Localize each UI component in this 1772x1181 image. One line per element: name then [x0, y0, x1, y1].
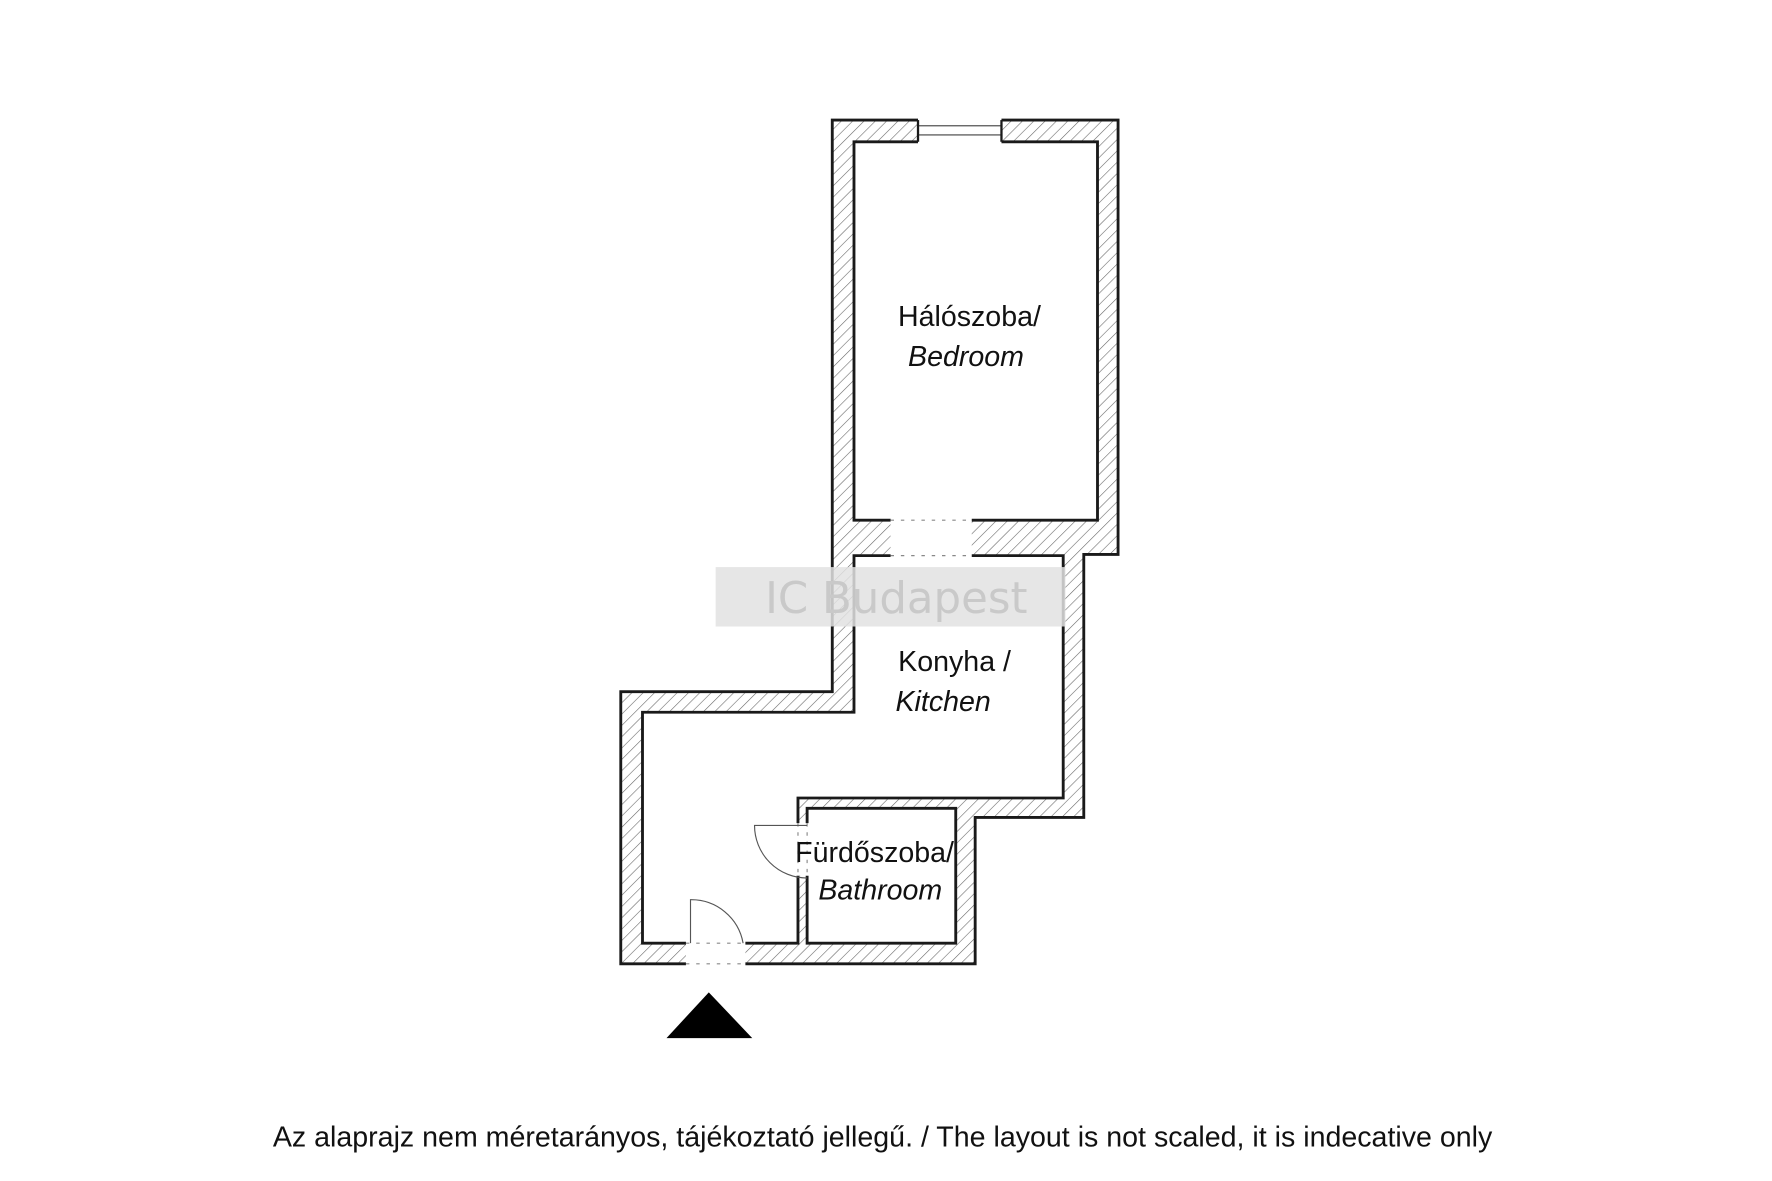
kitchen-label-hu: Konyha /	[898, 646, 1011, 678]
bedroom-floor	[852, 140, 1099, 522]
kitchen-label-en: Kitchen	[895, 686, 990, 718]
entrance-arrow-icon	[666, 992, 753, 1039]
watermark-text: IC Budapest	[765, 574, 1027, 624]
bathroom-label-en: Bathroom	[818, 875, 942, 907]
bedroom-label-hu: Hálószoba/	[898, 301, 1041, 333]
bathroom-door-gap	[795, 823, 810, 876]
bedroom-label-en: Bedroom	[908, 341, 1024, 373]
bathroom-label-hu: Fürdőszoba/	[795, 837, 954, 869]
window	[918, 117, 1002, 145]
entrance-door-swing	[689, 899, 744, 944]
entrance-door-gap	[685, 940, 746, 967]
disclaimer-footer: Az alaprajz nem méretarányos, tájékoztat…	[273, 1122, 1493, 1154]
bathroom-floor	[805, 806, 958, 945]
watermark: IC Budapest	[715, 567, 1066, 627]
bathroom-door-swing	[753, 824, 808, 879]
bedroom-doorway	[890, 517, 972, 558]
